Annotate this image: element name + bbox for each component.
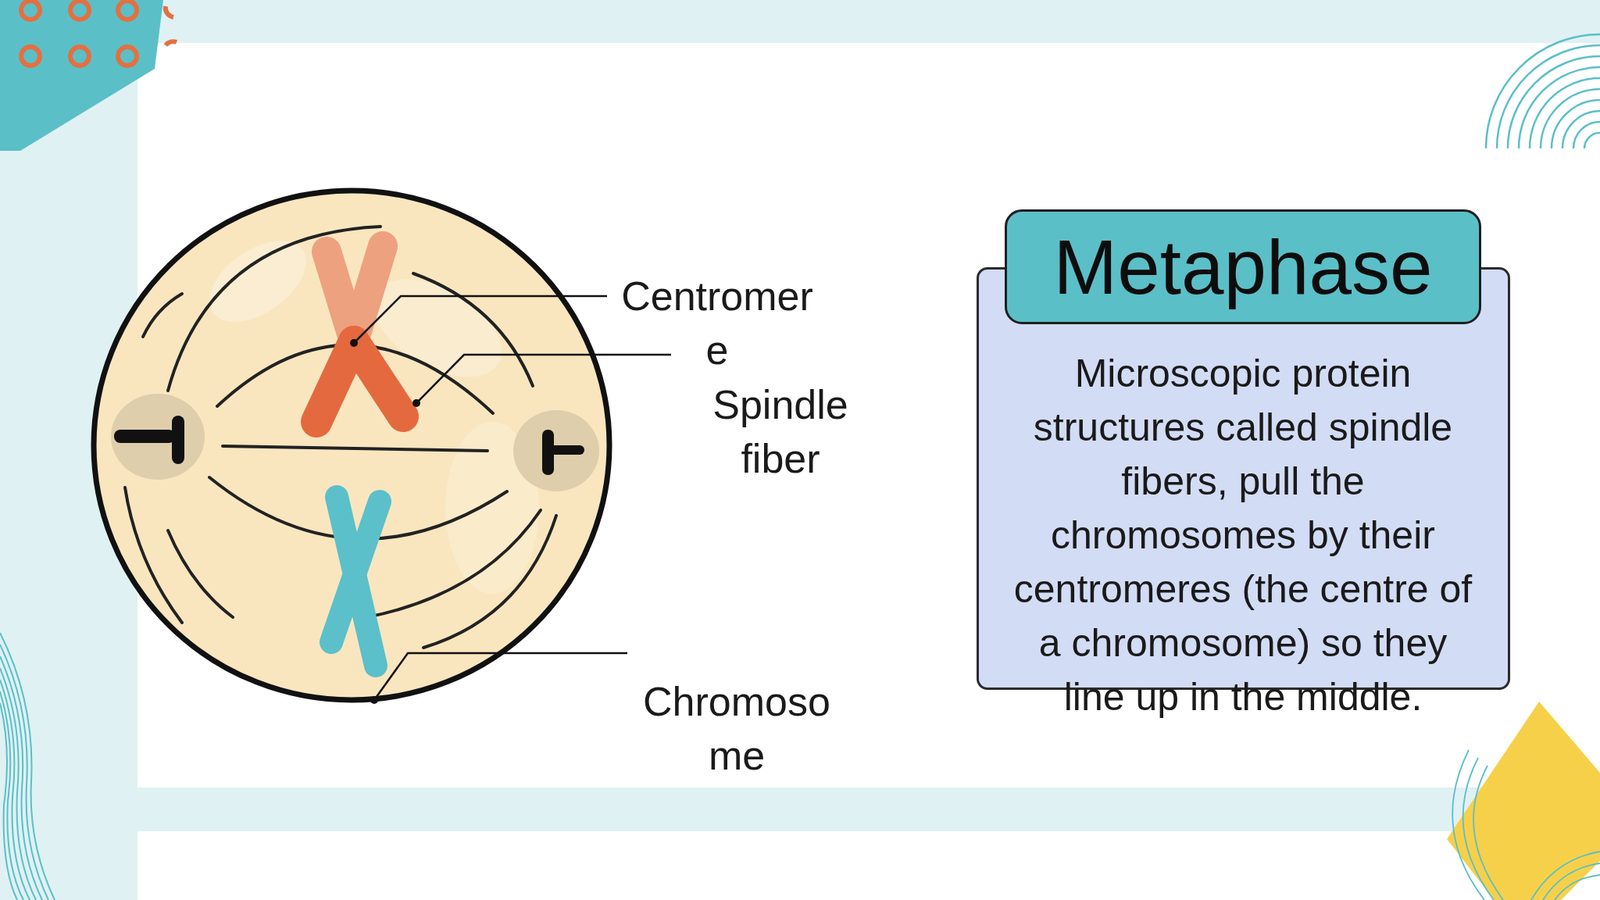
line xyxy=(1473,765,1504,900)
corner-waves xyxy=(0,632,55,900)
leader-dot xyxy=(412,399,421,408)
line xyxy=(1542,863,1600,900)
centrosome xyxy=(513,410,600,492)
ring xyxy=(70,0,90,20)
ring xyxy=(21,46,40,66)
arc xyxy=(1518,67,1600,149)
spindle-fiber xyxy=(125,487,183,623)
card-heading: Metaphase xyxy=(1053,224,1433,311)
arc xyxy=(1551,100,1600,149)
leader-lines xyxy=(353,296,672,700)
part-label: Spindle fiber xyxy=(678,378,883,486)
corner-arcs xyxy=(1485,34,1600,149)
wave xyxy=(0,667,36,900)
chromosome-blue xyxy=(331,496,380,666)
spindle-fiber xyxy=(222,446,488,451)
arc xyxy=(1496,45,1600,149)
card-heading-tab: Metaphase xyxy=(1004,209,1482,325)
chromatid-arm xyxy=(316,341,354,422)
line xyxy=(1554,875,1600,900)
leader-line xyxy=(353,296,608,343)
arc xyxy=(1529,78,1600,149)
ring-part xyxy=(165,41,177,46)
part-label: Chromosome xyxy=(635,675,839,783)
wave xyxy=(0,632,55,900)
spindle-fiber xyxy=(167,530,233,618)
leader-dot xyxy=(370,696,379,704)
wave xyxy=(0,644,49,900)
arc xyxy=(1562,110,1600,149)
wave xyxy=(0,656,43,900)
centriole xyxy=(114,429,175,443)
wave xyxy=(0,691,24,900)
centrosome xyxy=(110,393,205,480)
part-label: Centromere xyxy=(615,269,819,378)
ring xyxy=(70,46,90,66)
info-card: MetaphaseMicroscopic protein structures … xyxy=(976,209,1511,690)
ring xyxy=(117,0,137,20)
cell-membrane xyxy=(93,190,610,700)
leader-dot xyxy=(350,339,358,347)
ring xyxy=(21,0,40,20)
spindle-fiber xyxy=(142,293,183,337)
line xyxy=(1531,851,1600,900)
leader-line xyxy=(374,653,628,700)
dot-grid xyxy=(21,0,177,66)
arc xyxy=(1507,56,1600,149)
ring-part xyxy=(165,6,174,18)
card-body-text: Microscopic protein structures called sp… xyxy=(1008,346,1478,725)
arc xyxy=(1540,89,1600,149)
spindle-fiber xyxy=(423,515,557,648)
spindle-fiber xyxy=(367,510,541,618)
spindle-fiber xyxy=(413,273,533,386)
leader-line xyxy=(416,354,672,404)
centriole xyxy=(171,415,185,465)
corner-diamond xyxy=(1446,701,1600,900)
corner-blob xyxy=(0,0,164,151)
wave xyxy=(0,679,30,900)
chromatid-arm xyxy=(331,501,380,643)
arc xyxy=(1573,121,1600,149)
arc xyxy=(1485,34,1600,149)
corner-lines xyxy=(1452,750,1600,900)
centriole xyxy=(550,445,585,455)
wave xyxy=(0,703,18,900)
ring xyxy=(117,46,137,66)
white-band xyxy=(137,831,1600,900)
arc xyxy=(1584,132,1600,149)
chromosome-orange xyxy=(316,246,404,422)
